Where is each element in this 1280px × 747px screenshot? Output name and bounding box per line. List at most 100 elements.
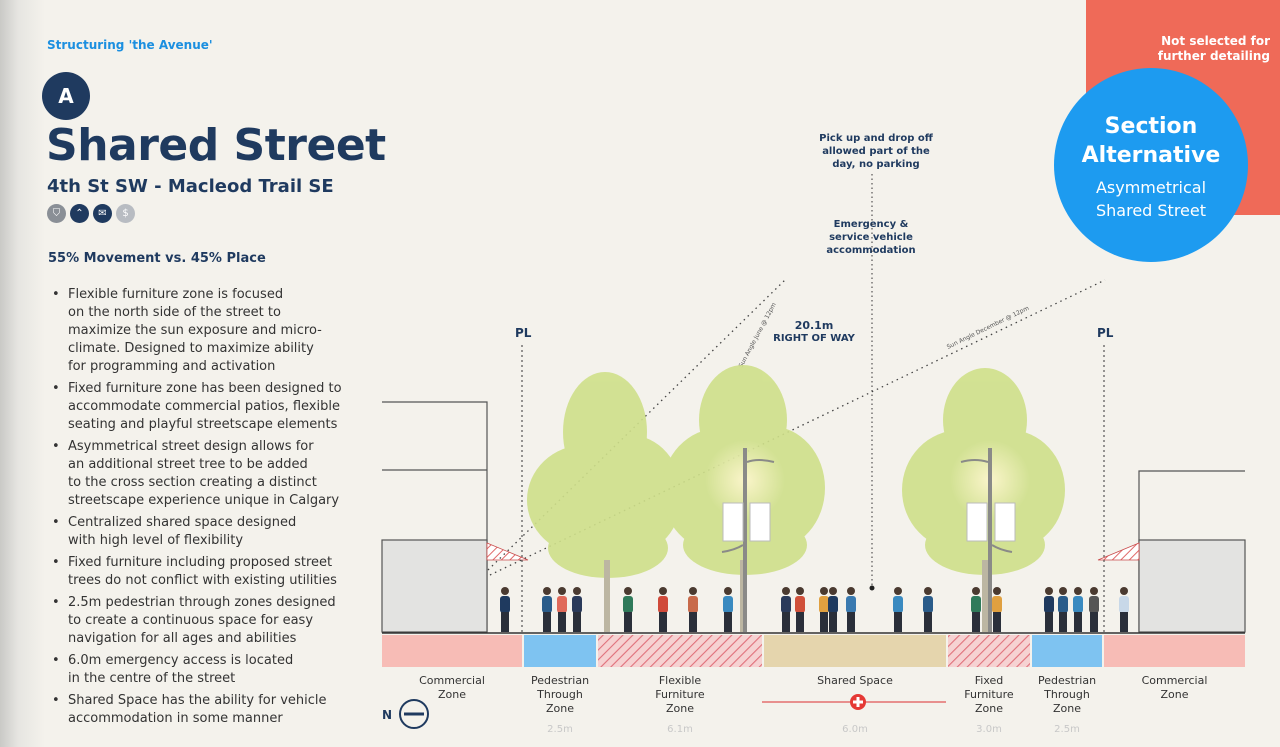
feature-bullet-line: 6.0m emergency access is located <box>68 653 294 668</box>
dollar-icon: $ <box>116 204 135 223</box>
zone-width: 6.0m <box>842 724 868 735</box>
north-arrow-label: N <box>382 708 392 722</box>
movement-place-ratio: 55% Movement vs. 45% Place <box>48 251 266 266</box>
category-icons: ⛉⌃✉$ <box>47 204 135 223</box>
emergency-line-3: accommodation <box>826 245 916 256</box>
zone-strip <box>1032 635 1102 667</box>
north-arrow-icon: N <box>382 699 429 729</box>
zone-label-line: Commercial <box>419 674 485 687</box>
section-title-line-1: Section <box>1104 114 1198 139</box>
right-of-way-label: 20.1m RIGHT OF WAY <box>764 319 864 345</box>
zone-strips <box>382 635 1245 667</box>
emergency-note: Emergency & service vehicle accommodatio… <box>808 218 934 257</box>
person-figure <box>795 587 805 632</box>
feature-bullet-line: to create a continuous space for easy <box>68 613 314 628</box>
person-figure <box>923 587 933 632</box>
zone-strip <box>764 635 946 667</box>
zone-label-line: Through <box>537 688 583 701</box>
pickup-dropoff-note: Pick up and drop off allowed part of the… <box>808 132 944 171</box>
person-figure <box>500 587 510 632</box>
feature-bullet-line: Flexible furniture zone is focused <box>68 287 284 302</box>
zone-label-line: Furniture <box>964 688 1014 701</box>
zone-label: Shared Space <box>764 674 946 688</box>
pickup-line-1: Pick up and drop off <box>819 133 933 144</box>
section-title-line-2: Alternative <box>1081 143 1221 168</box>
zone-label-line: Commercial <box>1141 674 1208 687</box>
feature-bullet: Shared Space has the ability for vehicle… <box>46 692 346 728</box>
person-figure <box>1058 587 1068 632</box>
zone-label-line: Zone <box>1160 688 1189 701</box>
person-figure <box>1089 587 1099 632</box>
feature-bullet-line: trees do not conflict with existing util… <box>68 573 337 588</box>
zone-strip <box>598 635 762 667</box>
zone-width: 3.0m <box>976 724 1002 735</box>
person-figure <box>658 587 668 632</box>
zone-label-line: Zone <box>545 702 574 715</box>
zone-strip <box>382 635 522 667</box>
feature-bullet-line: Centralized shared space designed <box>68 515 297 530</box>
person-figure <box>819 587 829 632</box>
person-figure <box>846 587 856 632</box>
shield-icon: ⛉ <box>47 204 66 223</box>
feature-bullet-line: Asymmetrical street design allows for <box>68 439 314 454</box>
feature-bullet-line: streetscape experience unique in Calgary <box>68 493 340 508</box>
feature-bullet-line: navigation for all ages and abilities <box>68 631 297 646</box>
feature-bullet-line: to the cross section creating a distinct <box>68 475 317 490</box>
feature-bullet-line: an additional street tree to be added <box>68 457 308 472</box>
zone-width: 6.1m <box>667 724 693 735</box>
sun-angle-december-label: Sun Angle December @ 12pm <box>946 305 1031 351</box>
section-badge-subtitle: Asymmetrical Shared Street <box>1054 176 1248 222</box>
chevron-up-icon: ⌃ <box>70 204 89 223</box>
right-building <box>1097 470 1246 633</box>
person-figure <box>557 587 567 632</box>
person-figure <box>992 587 1002 632</box>
light-pole-left <box>705 440 785 632</box>
feature-bullet: Asymmetrical street design allows for an … <box>46 438 346 510</box>
zone-width: 2.5m <box>547 724 573 735</box>
emergency-cross-horizontal <box>853 700 863 704</box>
status-ribbon-text: Not selected for further detailing <box>1118 34 1270 64</box>
person-figure <box>572 587 582 632</box>
person-figure <box>1119 587 1129 632</box>
zone-label-line: Zone <box>974 702 1003 715</box>
feature-bullet: 2.5m pedestrian through zones designedto… <box>46 594 346 648</box>
feature-bullet-line: Fixed furniture zone has been designed t… <box>68 381 342 396</box>
section-sub-line-1: Asymmetrical <box>1095 178 1207 197</box>
person-figure <box>723 587 733 632</box>
person-figure <box>828 587 838 632</box>
person-figure <box>542 587 552 632</box>
section-sub-line-2: Shared Street <box>1095 201 1207 220</box>
person-figure <box>688 587 698 632</box>
center-leader-dot <box>869 585 875 591</box>
pickup-line-2: allowed part of the <box>822 146 930 157</box>
person-figure <box>971 587 981 632</box>
emergency-line-2: service vehicle <box>829 232 913 243</box>
zone-label-line: Furniture <box>655 688 705 701</box>
feature-bullet-line: accommodation in some manner <box>68 711 283 726</box>
section-badge-title: Section Alternative <box>1054 112 1248 170</box>
status-line-1: Not selected for <box>1161 34 1270 48</box>
status-line-2: further detailing <box>1157 49 1270 63</box>
right-of-way-width: 20.1m <box>794 319 834 332</box>
page-title: Shared Street <box>46 120 386 171</box>
feature-bullet-line: Shared Space has the ability for vehicle <box>68 693 327 708</box>
feature-bullet-line: Fixed furniture including proposed stree… <box>68 555 333 570</box>
emergency-line-1: Emergency & <box>833 219 909 230</box>
people-figures <box>500 587 1129 632</box>
sun-angle-december-line <box>489 279 1106 576</box>
feature-bullet-line: maximize the sun exposure and micro- <box>68 323 322 338</box>
feature-bullet-line: seating and playful streetscape elements <box>68 417 338 432</box>
zone-label-line: Pedestrian <box>530 674 590 687</box>
zone-width: 2.5m <box>1054 724 1080 735</box>
zone-label-line: Pedestrian <box>1037 674 1097 687</box>
zone-strip <box>524 635 596 667</box>
